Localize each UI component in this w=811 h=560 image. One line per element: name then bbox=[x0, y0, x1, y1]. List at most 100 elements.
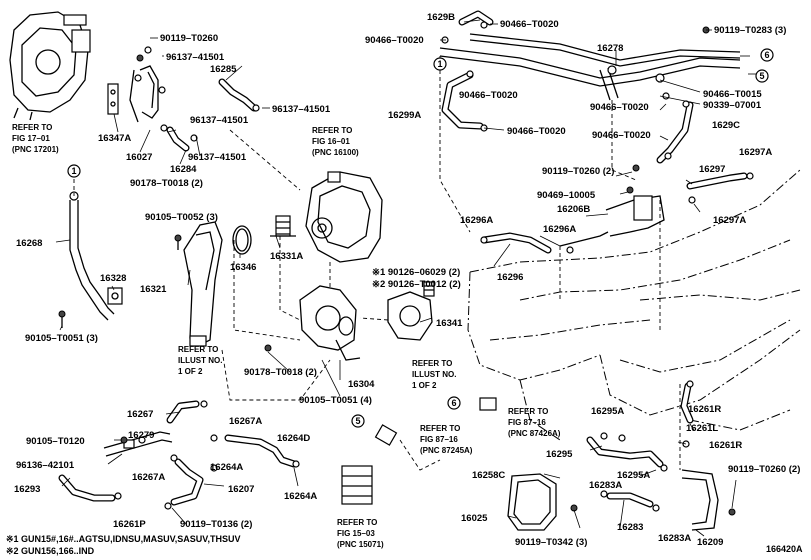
label-16206B: 16206B bbox=[557, 204, 590, 215]
label-90119-T0260-a: 90119–T0260 bbox=[160, 33, 218, 44]
label-90339-07001: 90339–07001 bbox=[703, 100, 762, 111]
callout-6-mid-text: 6 bbox=[451, 398, 456, 408]
label-16296A-a: 16296A bbox=[460, 215, 493, 226]
hose-16299A bbox=[441, 71, 484, 130]
label-16304: 16304 bbox=[348, 379, 375, 390]
ref-illust-left-line2: ILLUST NO. bbox=[178, 356, 222, 365]
diagram-id: 166420A bbox=[766, 544, 803, 554]
label-16295A-a: 16295A bbox=[591, 406, 624, 417]
ref-fig-87-16-b: REFER TO FIG 87–16 (PNC 87245A) bbox=[420, 424, 473, 455]
label-16297: 16297 bbox=[699, 164, 725, 175]
bolt-set-sn bbox=[423, 281, 435, 297]
hose-16295 bbox=[586, 436, 664, 468]
label-90119-T0136: 90119–T0136 (2) bbox=[180, 519, 252, 530]
hose-16283 bbox=[606, 492, 654, 508]
label-16295A-b: 16295A bbox=[617, 470, 650, 481]
label-16209: 16209 bbox=[697, 537, 723, 548]
gasket-16346 bbox=[232, 225, 252, 255]
pipe-16268 bbox=[69, 191, 115, 321]
label-16283A-b: 16283A bbox=[658, 533, 691, 544]
ref-illust-right-line3: 1 OF 2 bbox=[412, 381, 437, 390]
bolt-90105-T0051 bbox=[58, 310, 66, 328]
water-inlet-housing-16321 bbox=[183, 221, 223, 347]
label-96136-42101: 96136–42101 bbox=[16, 460, 75, 471]
water-pump-16100 bbox=[305, 171, 383, 263]
label-16296: 16296 bbox=[497, 272, 523, 283]
ref-fig-16-01: REFER TO FIG 16–01 (PNC 16100) bbox=[312, 126, 359, 157]
hose-16284 bbox=[166, 126, 190, 152]
callout-6-top: 6 bbox=[760, 48, 774, 62]
label-90105-T0052: 90105–T0052 (3) bbox=[145, 212, 218, 223]
label-16297A-b: 16297A bbox=[713, 215, 746, 226]
label-1629C: 1629C bbox=[712, 120, 740, 131]
gasket-16341 bbox=[387, 291, 433, 341]
hose-clamps-right bbox=[480, 172, 754, 512]
ref-87b-line2: FIG 87–16 bbox=[420, 435, 458, 444]
oil-filter-15071 bbox=[341, 465, 373, 505]
label-16279: 16279 bbox=[128, 430, 154, 441]
ref-15-line3: (PNC 15071) bbox=[337, 540, 384, 549]
label-16264A-a: 16264A bbox=[210, 462, 243, 473]
bracket-16206B bbox=[559, 195, 665, 247]
label-90466-T0020-c: 90466–T0020 bbox=[459, 90, 518, 101]
footnotes: ※1 GUN15#,16#..AGTSU,IDNSU,MASUV,SASUV,T… bbox=[6, 534, 240, 556]
pipe-16027 bbox=[129, 65, 159, 123]
callout-1-left: 1 bbox=[67, 164, 81, 178]
label-90466-T0020-e: 90466–T0020 bbox=[507, 126, 566, 137]
label-16267A-a: 16267A bbox=[229, 416, 262, 427]
label-90105-T0051-a: 90105–T0051 (3) bbox=[25, 333, 98, 344]
footnote-2: ※2 GUN156,166..IND bbox=[6, 546, 95, 556]
ref-17-line1: REFER TO bbox=[12, 123, 52, 132]
bolt-90105-T0052 bbox=[174, 234, 182, 250]
label-96137-41501-a: 96137–41501 bbox=[166, 52, 225, 63]
label-16346: 16346 bbox=[230, 262, 256, 273]
label-90466-T0015: 90466–T0015 bbox=[703, 89, 762, 100]
bracket-16347A bbox=[107, 83, 119, 115]
ref-illust-left: REFER TO ILLUST NO. 1 OF 2 bbox=[178, 345, 222, 376]
ref-17-line3: (PNC 17201) bbox=[12, 145, 59, 154]
label-16293: 16293 bbox=[14, 484, 40, 495]
label-16328: 16328 bbox=[100, 273, 126, 284]
footnote-1: ※1 GUN15#,16#..AGTSU,IDNSU,MASUV,SASUV,T… bbox=[6, 534, 240, 544]
label-90469-10005: 90469–10005 bbox=[537, 190, 596, 201]
ref-16-line1: REFER TO bbox=[312, 126, 352, 135]
hose-16267 bbox=[166, 400, 200, 424]
callout-1-left-text: 1 bbox=[71, 166, 76, 176]
ref-illust-right-line1: REFER TO bbox=[412, 359, 452, 368]
label-90126-T0012: ※2 90126–T0012 (2) bbox=[372, 279, 461, 290]
label-90119-T0342: 90119–T0342 (3) bbox=[515, 537, 587, 548]
hose-1629C bbox=[656, 101, 694, 164]
label-16264D: 16264D bbox=[277, 433, 310, 444]
label-16267: 16267 bbox=[127, 409, 153, 420]
thermostat-16331A bbox=[270, 215, 296, 237]
hose-16264D bbox=[224, 434, 298, 468]
ref-17-line2: FIG 17–01 bbox=[12, 134, 50, 143]
water-outlet-16304 bbox=[299, 285, 361, 361]
hose-16207 bbox=[170, 458, 204, 506]
ref-15-line1: REFER TO bbox=[337, 518, 377, 527]
pipe-16209 bbox=[681, 469, 719, 531]
label-90119-T0260-c: 90119–T0260 (2) bbox=[728, 464, 800, 475]
label-90105-T0051-b: 90105–T0051 (4) bbox=[299, 395, 372, 406]
dashed-guides bbox=[73, 56, 681, 471]
ref-16-line2: FIG 16–01 bbox=[312, 137, 350, 146]
ref-87a-line2: FIG 87–16 bbox=[508, 418, 546, 427]
label-90466-T0020-f: 90466–T0020 bbox=[592, 130, 651, 141]
bolts-right bbox=[120, 26, 736, 516]
label-16264A-b: 16264A bbox=[284, 491, 317, 502]
label-16278: 16278 bbox=[597, 43, 623, 54]
label-16296A-b: 16296A bbox=[543, 224, 576, 235]
label-16283A-a: 16283A bbox=[589, 480, 622, 491]
callout-5-top-text: 5 bbox=[759, 71, 764, 81]
label-90119-T0260-b: 90119–T0260 (2) bbox=[542, 166, 614, 177]
label-16321: 16321 bbox=[140, 284, 167, 295]
ref-87b-line3: (PNC 87245A) bbox=[420, 446, 473, 455]
small-part-87245A bbox=[374, 424, 398, 446]
label-16283: 16283 bbox=[617, 522, 643, 533]
bracket-16328 bbox=[107, 287, 123, 305]
turbocharger-housing bbox=[9, 11, 91, 121]
label-16299A: 16299A bbox=[388, 110, 421, 121]
label-16295: 16295 bbox=[546, 449, 573, 460]
small-part-87426A bbox=[479, 397, 497, 411]
